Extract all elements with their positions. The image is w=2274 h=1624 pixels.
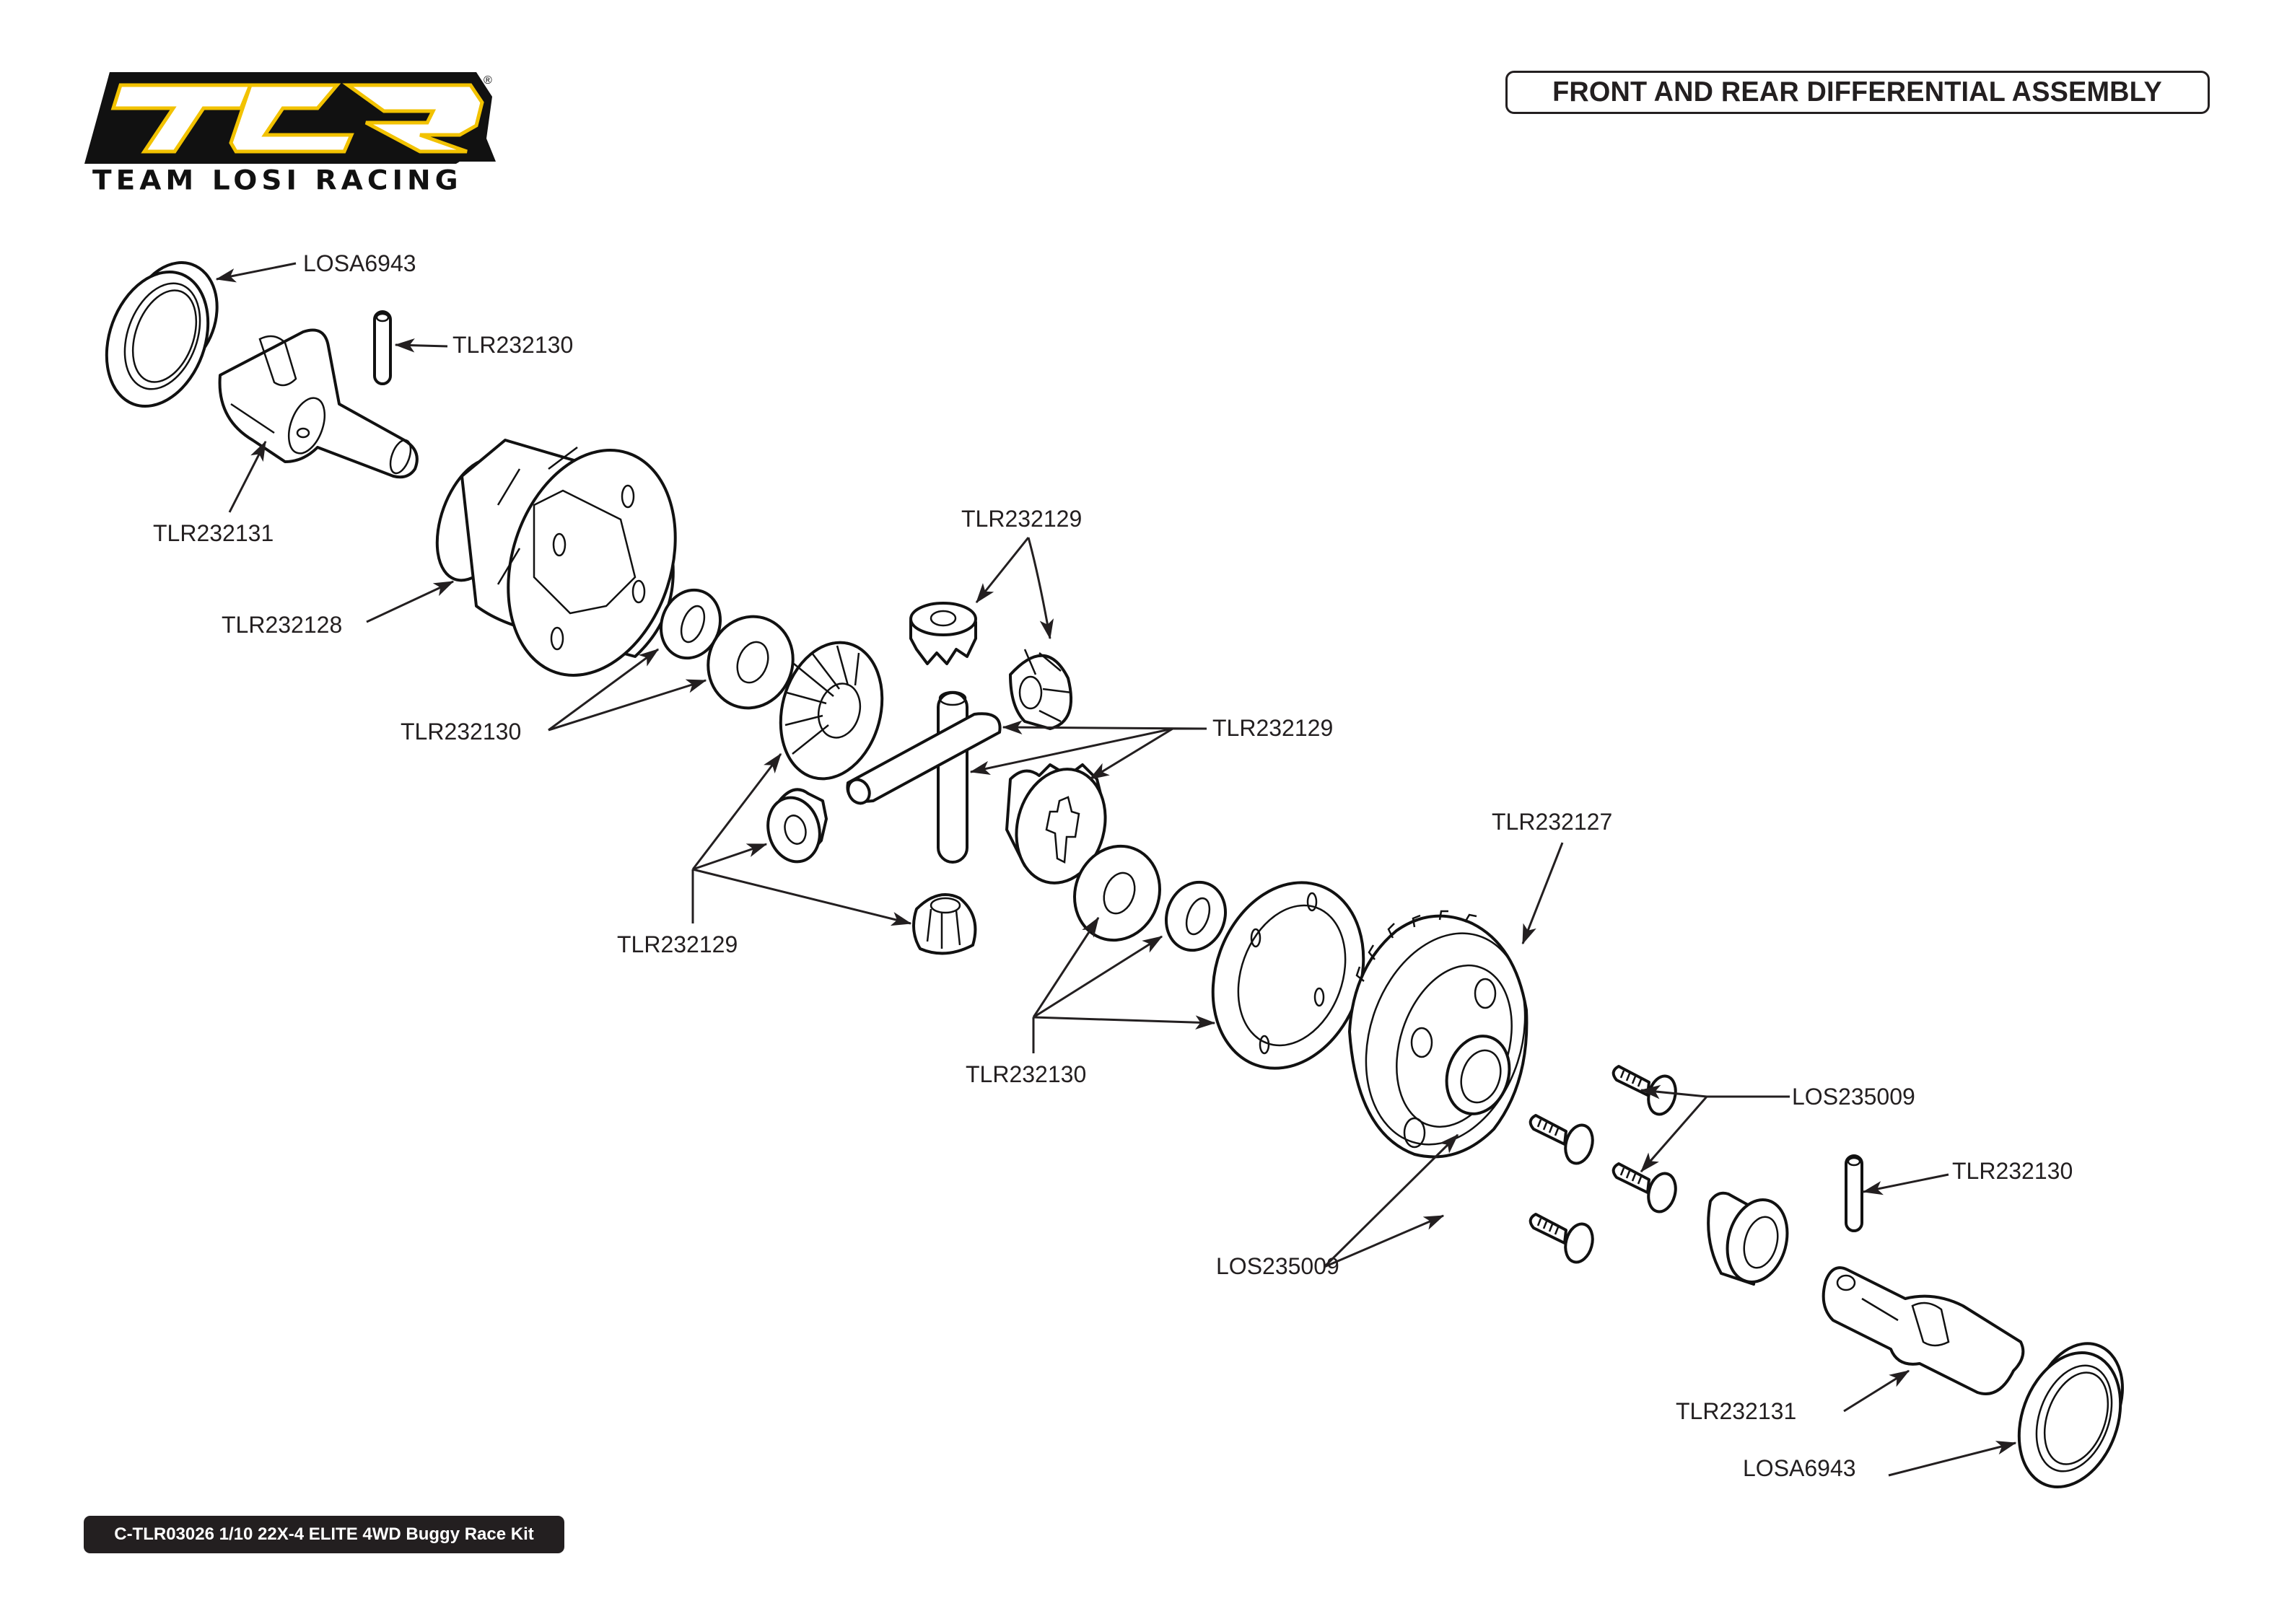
ring-gear[interactable]	[1340, 910, 1551, 1165]
cross-pin-long[interactable]	[937, 690, 968, 864]
bearing-bottom[interactable]	[2001, 1331, 2138, 1501]
leader-shims-left	[548, 648, 660, 732]
leader-gears-top-1	[975, 537, 1030, 604]
callout-bearing-bottom: LOSA6943	[1743, 1455, 1856, 1481]
callout-shims-gasket: TLR232130	[966, 1061, 1086, 1087]
diff-gasket[interactable]	[1188, 861, 1389, 1089]
leader-diff-case	[366, 580, 455, 623]
side-gear-left[interactable]	[766, 631, 896, 791]
kit-label-badge: C-TLR03026 1/10 22X-4 ELITE 4WD Buggy Ra…	[84, 1516, 564, 1553]
leader-shims-left-2	[548, 679, 707, 732]
shim-large-right[interactable]	[1062, 834, 1173, 952]
screw-2[interactable]	[1529, 1114, 1597, 1167]
screw-1[interactable]	[1612, 1065, 1680, 1118]
pin-top[interactable]	[373, 310, 392, 385]
logo-registered-mark: ®	[484, 74, 492, 87]
callout-pin-bottom: TLR232130	[1952, 1158, 2073, 1184]
leader-shims-gasket-3	[1033, 1015, 1216, 1030]
leader-gears-right-3	[1088, 727, 1173, 781]
leader-pin-top	[394, 338, 448, 353]
side-gear-right[interactable]	[1004, 759, 1117, 893]
cross-pin-short[interactable]	[844, 712, 1002, 807]
part-labels: LOSA6943 TLR232130 TLR232131 TLR232128 T…	[153, 250, 2073, 1481]
callout-bearing-top: LOSA6943	[303, 250, 416, 276]
leader-screws-right-2	[1640, 1096, 1708, 1173]
spider-gear-top-left[interactable]	[909, 602, 977, 665]
callout-gears-top: TLR232129	[961, 506, 1082, 532]
logo-letter-r	[342, 83, 484, 154]
bushing[interactable]	[1707, 1191, 1796, 1289]
bearing-top[interactable]	[89, 250, 232, 421]
callout-outdrive-bottom: TLR232131	[1676, 1398, 1796, 1424]
leader-gears-left-3	[692, 868, 912, 926]
leader-ring-gear	[1521, 842, 1564, 945]
callout-screws-left: LOS235009	[1216, 1253, 1339, 1279]
callout-screws-right: LOS235009	[1792, 1084, 1915, 1110]
screw-3[interactable]	[1612, 1162, 1680, 1215]
logo-wordmark: TEAM LOSI RACING	[92, 165, 463, 196]
leader-outdrive-bottom	[1843, 1369, 1910, 1413]
leader-shims-gasket-2	[1033, 935, 1163, 1019]
kit-label: C-TLR03026 1/10 22X-4 ELITE 4WD Buggy Ra…	[114, 1524, 534, 1544]
leader-gears-left-2	[692, 843, 768, 871]
spider-gear-bottom-left[interactable]	[761, 788, 828, 867]
callout-shims-left: TLR232130	[401, 719, 521, 745]
logo-letter-l	[229, 83, 354, 154]
leader-gears-top-2	[1027, 537, 1054, 640]
outdrive-bottom[interactable]	[1822, 1266, 2025, 1395]
leader-screws-left-2	[1324, 1214, 1445, 1268]
shim-small-right[interactable]	[1157, 874, 1235, 959]
tlr-logo: ®	[84, 72, 496, 164]
page-title-box: FRONT AND REAR DIFFERENTIAL ASSEMBLY	[1505, 71, 2210, 114]
diff-case[interactable]	[422, 429, 703, 697]
page-title: FRONT AND REAR DIFFERENTIAL ASSEMBLY	[1552, 76, 2163, 107]
spider-gear-bottom[interactable]	[912, 893, 977, 955]
leader-lines	[215, 262, 2017, 1477]
outdrive-top[interactable]	[218, 328, 419, 479]
leader-screws-right-1	[1640, 1084, 1707, 1100]
leader-screws-left-1	[1323, 1133, 1459, 1268]
leader-outdrive-top	[228, 440, 267, 513]
leader-gears-left-1	[691, 752, 782, 870]
spider-gear-top-right[interactable]	[1009, 649, 1073, 730]
callout-gears-left: TLR232129	[617, 931, 738, 957]
leader-bearing-top	[215, 262, 297, 283]
callout-outdrive-top: TLR232131	[153, 520, 274, 546]
leader-shims-gasket-1	[1032, 916, 1100, 1018]
pin-bottom[interactable]	[1845, 1154, 1863, 1232]
leader-gears-right-2	[969, 727, 1173, 776]
leader-pin-bottom	[1862, 1173, 1949, 1195]
leader-bearing-bottom	[1888, 1441, 2017, 1477]
callout-pin-top: TLR232130	[452, 332, 573, 358]
screw-4[interactable]	[1529, 1213, 1597, 1265]
shim-large-left[interactable]	[696, 605, 806, 720]
callout-gears-right: TLR232129	[1212, 715, 1333, 741]
callout-ring-gear: TLR232127	[1492, 809, 1612, 835]
callout-diff-case: TLR232128	[222, 612, 342, 638]
